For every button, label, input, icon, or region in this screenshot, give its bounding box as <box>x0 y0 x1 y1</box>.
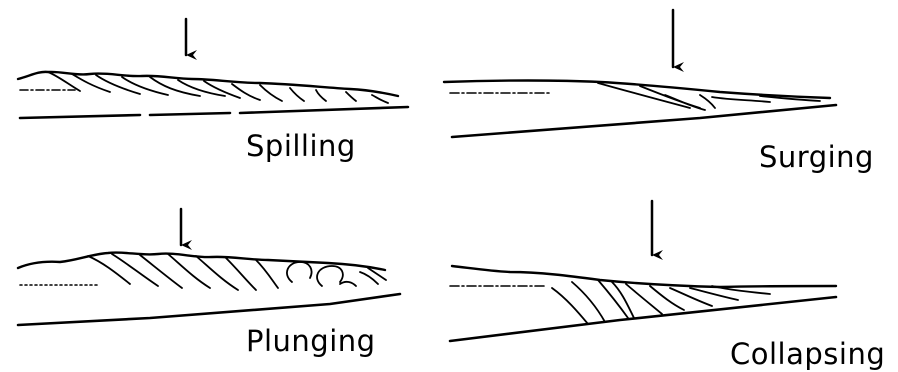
panel-collapsing <box>450 201 836 341</box>
panel-surging <box>444 10 836 137</box>
beach-slope <box>20 107 408 118</box>
panel-plunging <box>18 209 400 325</box>
label-collapsing: Collapsing <box>730 340 885 369</box>
beach-slope <box>452 105 836 137</box>
beach-slope <box>18 294 400 325</box>
label-plunging: Plunging <box>246 327 376 356</box>
label-spilling: Spilling <box>246 132 356 161</box>
wave-profile <box>444 81 830 99</box>
panel-spilling <box>18 19 408 118</box>
label-surging: Surging <box>759 143 874 172</box>
plunging-curls <box>287 262 386 286</box>
beach-slope <box>450 297 836 341</box>
wave-profile <box>452 266 836 287</box>
